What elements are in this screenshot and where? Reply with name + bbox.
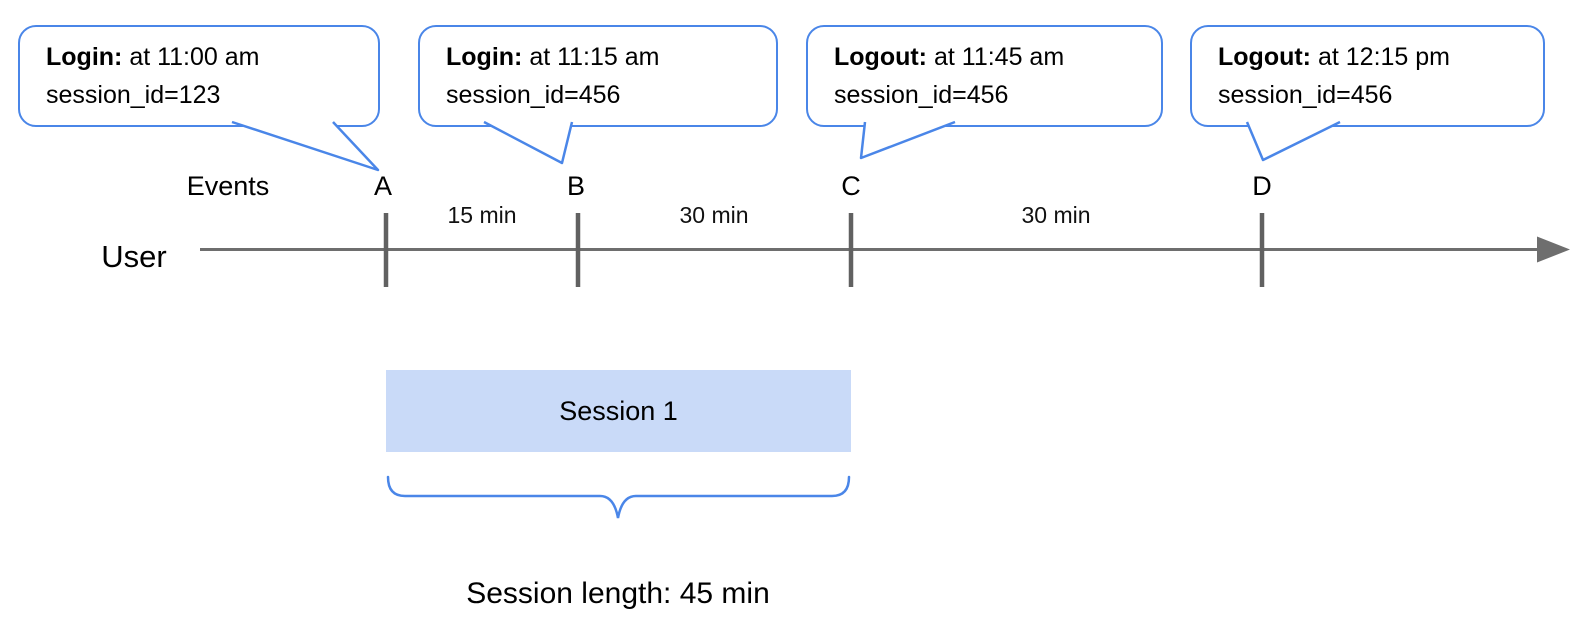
- callout-detail: session_id=123: [46, 81, 221, 109]
- callout-event-a: Login: at 11:00 am session_id=123: [18, 25, 380, 127]
- callout-event-c: Logout: at 11:45 am session_id=456: [806, 25, 1163, 127]
- callout-title: Logout:: [834, 43, 928, 71]
- callout-time: at 11:45 am: [933, 43, 1065, 71]
- callout-tail-c: [859, 120, 956, 160]
- user-label: User: [101, 239, 167, 274]
- callout-detail: session_id=456: [834, 81, 1009, 109]
- interval-label-a-b: 15 min: [447, 202, 517, 228]
- callout-time: at 11:15 am: [529, 43, 660, 71]
- callout-detail: session_id=456: [1218, 81, 1393, 109]
- callout-time: at 12:15 pm: [1317, 43, 1450, 71]
- marker-label-c: C: [841, 171, 861, 201]
- callout-event-d: Logout: at 12:15 pm session_id=456: [1190, 25, 1545, 127]
- session-box: Session 1: [386, 370, 851, 452]
- callout-tail-d: [1245, 120, 1341, 162]
- callout-title: Logout:: [1218, 43, 1312, 71]
- callout-detail: session_id=456: [446, 81, 621, 109]
- events-label: Events: [186, 171, 270, 201]
- marker-label-d: D: [1252, 171, 1272, 201]
- callout-title: Login:: [46, 43, 123, 71]
- session-box-label: Session 1: [559, 396, 678, 426]
- callout-event-b: Login: at 11:15 am session_id=456: [418, 25, 778, 127]
- callout-tail-b: [483, 120, 574, 165]
- callout-title: Login:: [446, 43, 523, 71]
- interval-label-b-c: 30 min: [679, 202, 749, 228]
- marker-label-b: B: [566, 171, 585, 201]
- callout-time: at 11:00 am: [129, 43, 260, 71]
- marker-label-a: A: [373, 171, 392, 201]
- interval-label-c-d: 30 min: [1021, 202, 1091, 228]
- session-length-label: Session length: 45 min: [466, 577, 770, 610]
- callout-tail-a: [231, 120, 380, 172]
- timeline-arrowhead-icon: [1537, 236, 1570, 263]
- session-length-brace: [386, 475, 851, 519]
